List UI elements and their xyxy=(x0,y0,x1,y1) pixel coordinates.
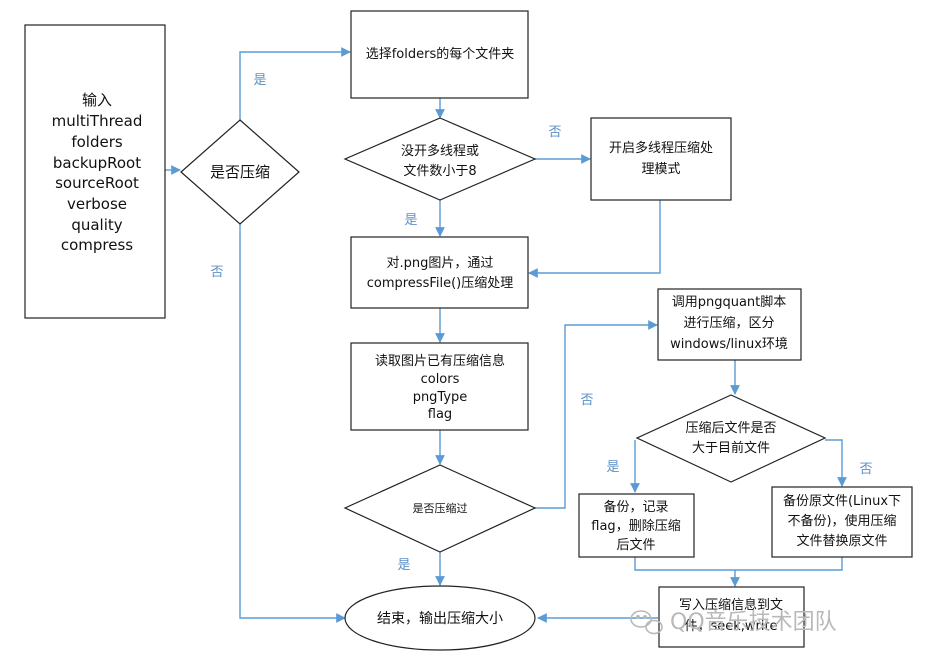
wechat-icon xyxy=(630,610,663,635)
backup-original-box xyxy=(771,486,913,558)
process-png-label: compressFile()压缩处理 xyxy=(367,275,514,291)
read-info-label: colors xyxy=(421,372,460,387)
call-pngquant-label: windows/linux环境 xyxy=(670,337,788,352)
decision-size-label: 压缩后文件是否 xyxy=(685,420,776,436)
size-yes-label: 是 xyxy=(606,460,619,475)
decision-multithread-label: 文件数小于8 xyxy=(403,164,476,179)
decision-compressed-diamond xyxy=(343,464,537,553)
call-pngquant-label: 调用pngquant脚本 xyxy=(672,294,787,310)
node-labels: 输入 multiThread folders backupRoot source… xyxy=(52,46,901,634)
edge-compress-no-to-end xyxy=(239,224,346,623)
backup-record-label: flag，删除压缩 xyxy=(591,518,680,534)
select-folders-box xyxy=(350,10,529,99)
input-param: multiThread xyxy=(52,112,143,130)
multithread-yes-label: 是 xyxy=(404,213,417,228)
backup-record-label: 后文件 xyxy=(616,538,655,553)
input-param: verbose xyxy=(67,195,127,213)
read-info-label: pngType xyxy=(413,390,468,405)
call-pngquant-box xyxy=(657,288,802,361)
edge-size-no-to-backup-original xyxy=(825,439,847,487)
watermark-text: QQ音乐技术团队 xyxy=(670,610,837,635)
decision-compressed-label: 是否压缩过 xyxy=(413,502,468,515)
backup-record-box xyxy=(578,493,695,558)
input-title: 输入 xyxy=(82,91,112,109)
process-png-label: 对.png图片，通过 xyxy=(387,256,494,271)
read-info-label: flag xyxy=(428,407,452,422)
select-folders-label: 选择folders的每个文件夹 xyxy=(366,46,515,62)
input-param: folders xyxy=(71,133,123,151)
read-info-box xyxy=(350,342,529,431)
input-param: sourceRoot xyxy=(55,174,139,192)
edges xyxy=(165,47,847,623)
multithread-mode-box xyxy=(590,117,732,201)
edge-backup-merge xyxy=(634,557,843,571)
input-param: compress xyxy=(61,236,133,254)
write-info-box xyxy=(658,586,805,648)
multithread-no-label: 否 xyxy=(548,125,561,140)
end-label: 结束，输出压缩大小 xyxy=(377,611,503,627)
nodes xyxy=(24,10,913,651)
backup-original-label: 文件替换原文件 xyxy=(796,534,887,549)
edge-labels: 是 否 否 是 否 是 是 否 xyxy=(210,73,872,573)
decision-multithread-diamond xyxy=(343,117,537,201)
compressed-no-label: 否 xyxy=(580,393,593,408)
size-no-label: 否 xyxy=(859,462,872,477)
edge-compress-yes-to-select xyxy=(239,47,351,120)
backup-record-label: 备份，记录 xyxy=(603,499,668,515)
input-param: backupRoot xyxy=(53,154,141,172)
compress-no-label: 否 xyxy=(210,265,223,280)
backup-original-label: 不备份)，使用压缩 xyxy=(787,513,896,529)
edge-mode-to-process xyxy=(528,200,661,278)
end-ellipse xyxy=(344,585,536,651)
compressed-yes-label: 是 xyxy=(397,558,410,573)
multithread-mode-label: 开启多线程压缩处 xyxy=(609,140,713,156)
decision-size-diamond xyxy=(635,394,827,483)
write-info-label: 件，seek,write xyxy=(684,619,777,634)
edge-compressed-no-to-pngquant xyxy=(535,320,658,509)
compress-yes-label: 是 xyxy=(253,73,266,88)
write-info-label: 写入压缩信息到文 xyxy=(679,597,783,613)
process-png-box xyxy=(350,236,529,309)
decision-compress-label: 是否压缩 xyxy=(210,163,270,181)
decision-size-label: 大于目前文件 xyxy=(692,440,770,456)
read-info-label: 读取图片已有压缩信息 xyxy=(375,353,505,369)
decision-multithread-label: 没开多线程或 xyxy=(401,143,479,159)
input-box xyxy=(24,24,166,319)
input-param: quality xyxy=(71,216,122,234)
watermark: QQ音乐技术团队 xyxy=(630,610,837,635)
decision-compress-diamond xyxy=(180,119,300,225)
backup-original-label: 备份原文件(Linux下 xyxy=(783,493,901,509)
multithread-mode-label: 理模式 xyxy=(641,162,680,177)
call-pngquant-label: 进行压缩，区分 xyxy=(683,315,774,331)
